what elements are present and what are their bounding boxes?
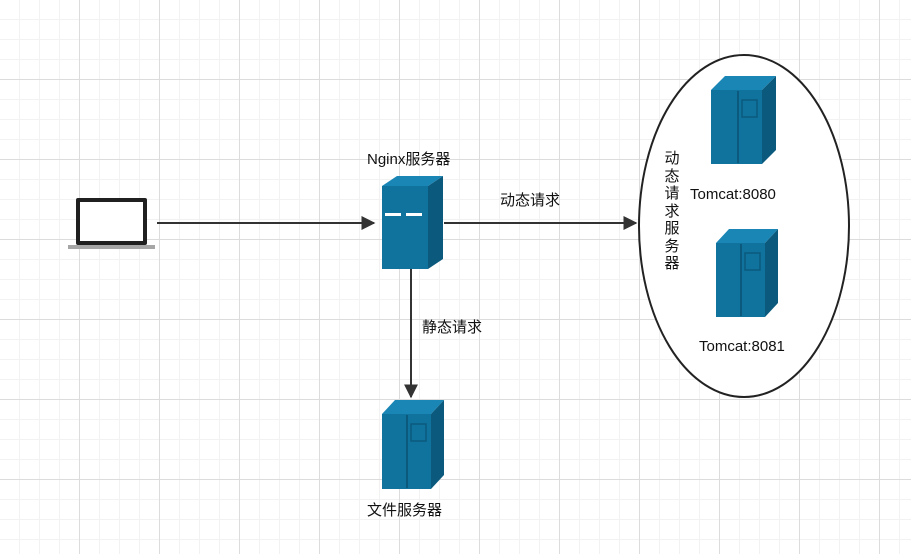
laptop-icon[interactable] bbox=[68, 198, 155, 249]
dynamic-request-label: 动态请求 bbox=[500, 192, 561, 209]
file-server-label: 文件服务器 bbox=[367, 502, 443, 519]
static-request-label: 静态请求 bbox=[422, 319, 483, 336]
tomcat-8081-label: Tomcat:8081 bbox=[699, 338, 785, 355]
nginx-server-label: Nginx服务器 bbox=[367, 151, 451, 168]
file-server-icon[interactable] bbox=[382, 400, 444, 489]
tomcat-8080-server-icon[interactable] bbox=[711, 76, 776, 164]
tomcat-8080-label: Tomcat:8080 bbox=[690, 186, 776, 203]
dynamic-server-group[interactable] bbox=[638, 54, 850, 398]
nginx-server-icon[interactable] bbox=[382, 176, 443, 269]
tomcat-8081-server-icon[interactable] bbox=[716, 229, 778, 317]
dynamic-server-group-label: 动态请求服务器 bbox=[664, 150, 680, 272]
